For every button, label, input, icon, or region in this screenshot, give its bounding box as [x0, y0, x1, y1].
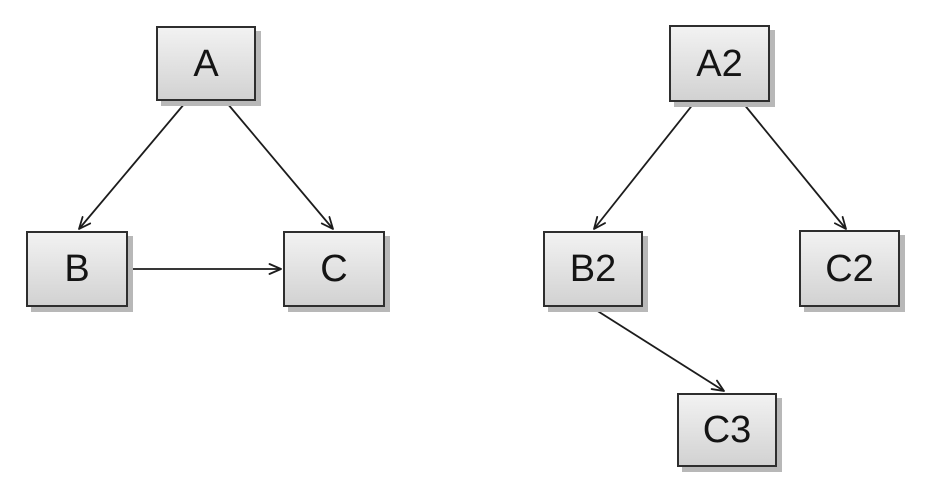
node-b2: B2 — [543, 231, 643, 307]
node-c3: C3 — [677, 393, 777, 467]
node-a: A — [156, 26, 256, 101]
node-label-b2: B2 — [569, 248, 617, 290]
node-label-a: A — [193, 42, 219, 85]
node-a2: A2 — [669, 25, 770, 102]
node-label-c: C — [320, 248, 348, 290]
edge-a-to-c — [226, 102, 334, 230]
node-b: B — [26, 231, 128, 307]
node-c2: C2 — [799, 230, 900, 307]
edge-a-to-b — [78, 102, 186, 230]
node-label-a2: A2 — [696, 42, 743, 85]
edge-a2-to-b2 — [593, 102, 695, 230]
edge-b2-to-c3 — [595, 309, 725, 392]
edge-a2-to-c2 — [742, 102, 847, 230]
node-label-c3: C3 — [702, 409, 752, 451]
node-label-b: B — [64, 248, 90, 290]
node-label-c2: C2 — [825, 247, 874, 290]
node-c: C — [283, 231, 385, 307]
edge-group — [78, 102, 847, 392]
